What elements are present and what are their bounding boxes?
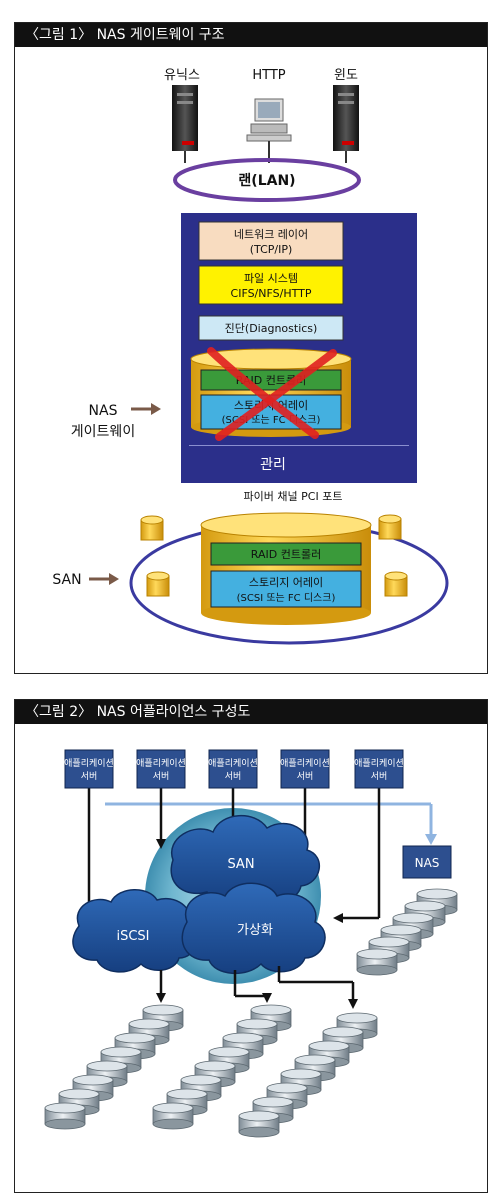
filesystem-layer-label: 파일 시스템 (244, 271, 298, 285)
app-server-box: 애플리케이션 서버 (354, 749, 404, 789)
client-label-windows: 윈도 (334, 68, 358, 83)
fc-port-label: 파이버 채널 PCI 포트 (244, 490, 343, 503)
small-cylinder (378, 514, 402, 540)
app-server-box: 애플리케이션 서버 (136, 749, 186, 789)
app-server-label: 애플리케이션 (280, 758, 330, 769)
cross-out-mark (207, 347, 337, 441)
diagnostics-layer-box (198, 315, 344, 341)
nas-appliance-diagram: 애플리케이션 서버 애플리케이션 서버 애플리케이션 서버 애플리케이션 서버 … (44, 749, 458, 1138)
app-server-label: 애플리케이션 (64, 758, 114, 769)
network-layer-sub: (TCP/IP) (250, 243, 293, 256)
virtualization-cloud: 가상화 (181, 882, 326, 975)
windows-server-icon (333, 85, 359, 151)
network-layer-box (198, 221, 344, 261)
network-layer-label: 네트워크 레이어 (234, 228, 308, 241)
filesystem-layer-box (198, 265, 344, 305)
app-server-label: 애플리케이션 (354, 758, 404, 769)
lan-ring (173, 158, 361, 202)
app-server-sub: 서버 (297, 771, 314, 782)
san-storage-box (210, 570, 362, 608)
nas-gateway-arrow-icon (131, 403, 161, 415)
app-server-box: 애플리케이션 서버 (208, 749, 258, 789)
client-label-http: HTTP (252, 68, 285, 83)
app-server-label: 애플리케이션 (208, 758, 258, 769)
figure2-title: 〈그림 2〉 NAS 어플라이언스 구성도 (15, 700, 487, 724)
diagnostics-layer-label: 진단(Diagnostics) (225, 322, 318, 335)
nas-gateway-label-1: NAS (89, 403, 118, 419)
figure2-panel: 〈그림 2〉 NAS 어플라이언스 구성도 (14, 699, 488, 1193)
nas-box (402, 845, 452, 879)
nas-gateway-label-2: 게이트웨이 (71, 424, 135, 440)
san-label: SAN (52, 572, 81, 588)
app-server-sub: 서버 (153, 771, 170, 782)
san-raid-label: RAID 컨트롤러 (251, 548, 321, 561)
small-cylinder (140, 515, 164, 541)
iscsi-cloud-label: iSCSI (116, 929, 149, 944)
app-server-box: 애플리케이션 서버 (280, 749, 330, 789)
management-label: 관리 (260, 457, 286, 473)
filesystem-layer-sub: CIFS/NFS/HTTP (231, 287, 312, 300)
http-pc-icon (246, 98, 292, 142)
san-cloud-label: SAN (227, 857, 254, 872)
san-storage-label: 스토리지 어레이 (249, 576, 323, 589)
nas-disk-stack (356, 888, 458, 976)
app-server-sub: 서버 (225, 771, 242, 782)
figure1-title: 〈그림 1〉 NAS 게이트웨이 구조 (15, 23, 487, 47)
iscsi-cloud: iSCSI (72, 889, 199, 973)
nas-gateway-diagram: 유닉스 HTTP 윈도 랜(LAN) (52, 68, 449, 645)
san-arrow-icon (89, 573, 119, 585)
san-storage-sub: (SCSI 또는 FC 디스크) (237, 592, 336, 604)
lan-label: 랜(LAN) (238, 172, 295, 189)
app-server-box: 애플리케이션 서버 (64, 749, 114, 789)
san-storage-cylinder (200, 512, 372, 625)
app-server-label: 애플리케이션 (136, 758, 186, 769)
san-raid-box (210, 542, 362, 566)
unix-server-icon (172, 85, 198, 151)
app-server-sub: 서버 (371, 771, 388, 782)
small-cylinder (384, 571, 408, 597)
client-label-unix: 유닉스 (164, 68, 200, 83)
app-server-sub: 서버 (81, 771, 98, 782)
virtualization-cloud-label: 가상화 (237, 923, 273, 938)
small-cylinder (146, 571, 170, 597)
figure1-panel: 〈그림 1〉 NAS 게이트웨이 구조 유닉스 HTTP 윈도 (14, 22, 488, 674)
nas-label: NAS (415, 856, 440, 870)
